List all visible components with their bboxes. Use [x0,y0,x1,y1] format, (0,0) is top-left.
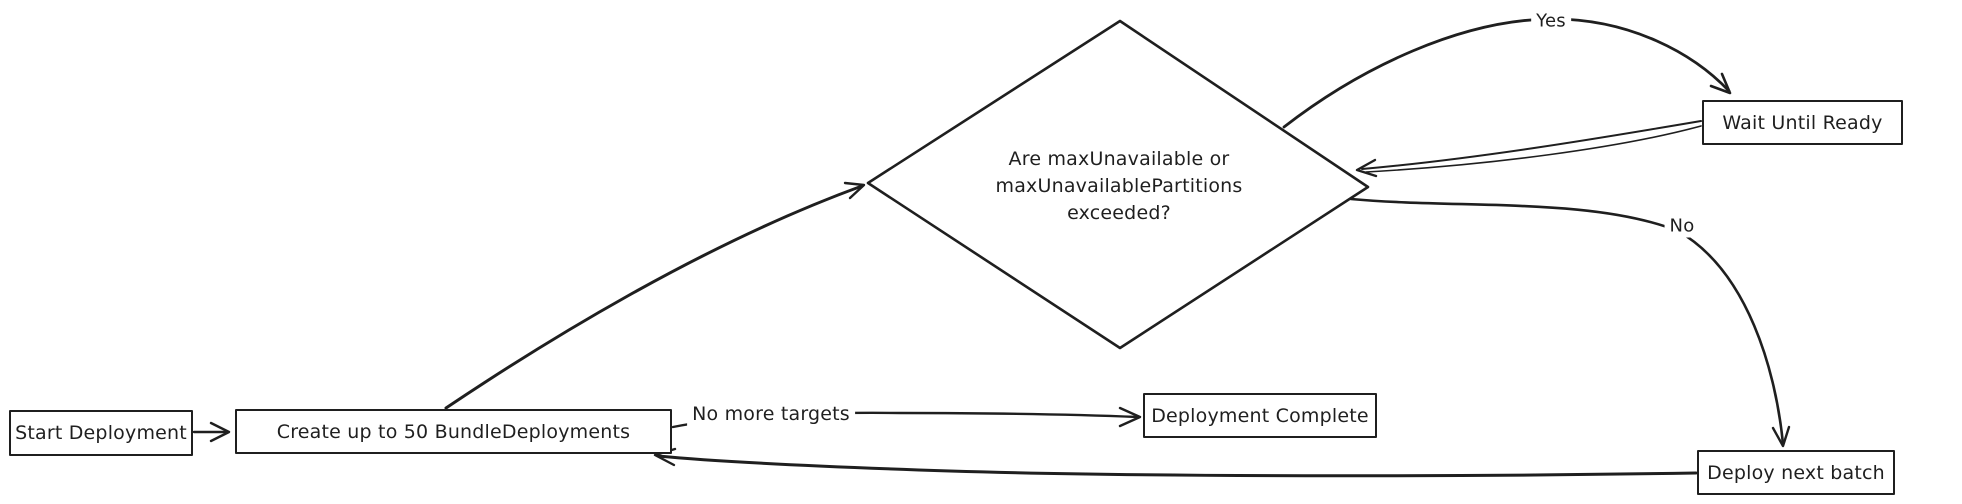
start-node-label: Start Deployment [15,422,187,444]
edge-label-no-more-targets: No more targets [687,402,855,426]
decision-label-line3: exceeded? [1067,201,1171,224]
create-node: Create up to 50 BundleDeployments [235,409,672,454]
edge-create-to-decision [444,184,864,410]
arrowhead-decision-to-wait [1709,72,1732,95]
start-node: Start Deployment [9,410,193,456]
decision-node-label: Are maxUnavailable or maxUnavailablePart… [958,146,1280,226]
wait-node: Wait Until Ready [1702,100,1903,145]
decision-diamond [866,19,1370,350]
arrowhead-create-to-complete [1118,406,1142,428]
arrowhead-decision-to-deploy [1771,425,1791,448]
arrowhead-create-to-decision [843,181,866,200]
complete-node: Deployment Complete [1143,393,1377,438]
edge-wait-to-decision [1361,120,1702,170]
edge-label-yes: Yes [1531,9,1571,33]
deploy-node-label: Deploy next batch [1707,461,1885,484]
wait-node-label: Wait Until Ready [1722,111,1883,134]
edge-wait-to-decision-sketch [1365,125,1702,173]
decision-label-line1: Are maxUnavailable or [1008,147,1230,170]
edge-decision-to-wait [1282,17,1731,129]
create-node-label: Create up to 50 BundleDeployments [276,420,631,443]
edge-decision-to-deploy [1349,197,1785,446]
edge-deploy-to-create [656,454,1698,478]
edge-label-no: No [1664,214,1700,238]
arrowhead-wait-to-decision [1355,158,1378,178]
decision-label-line2: maxUnavailablePartitions [995,174,1243,197]
deploy-node: Deploy next batch [1697,450,1895,495]
arrowhead-start-to-create [209,421,231,443]
complete-node-label: Deployment Complete [1151,404,1369,427]
